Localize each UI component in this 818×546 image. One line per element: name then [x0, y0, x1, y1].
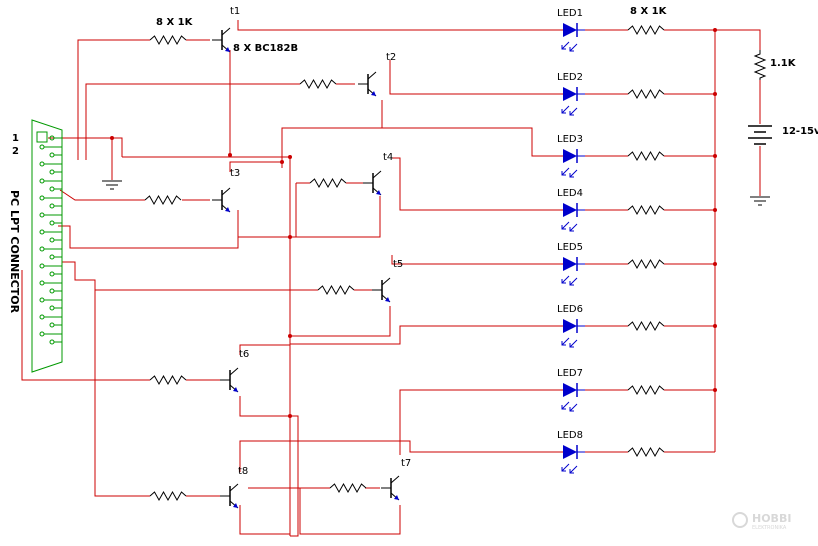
led-led5: LED5	[555, 242, 585, 286]
led-led3: LED3	[555, 134, 585, 178]
resistor	[299, 78, 337, 90]
connector-pin	[39, 212, 62, 218]
led-led1: LED1	[555, 8, 585, 52]
transistor-label: t7	[401, 458, 411, 469]
connector-name-label: PC LPT CONNECTOR	[8, 190, 21, 314]
connector-pin	[39, 229, 62, 235]
led-led4: LED4	[555, 188, 585, 232]
connector-pin	[39, 161, 62, 167]
led-label: LED8	[557, 430, 583, 441]
ground-symbol-left	[102, 180, 122, 190]
pin1-label: 1	[12, 133, 19, 144]
junction-dots	[110, 28, 717, 418]
connector-pin	[39, 263, 62, 269]
series-resistor	[753, 50, 767, 80]
resistor	[627, 150, 665, 162]
connector-pin	[49, 271, 62, 277]
transistor-label: t3	[230, 168, 240, 179]
connector-pin	[39, 178, 62, 184]
transistor-t5: t5	[372, 259, 403, 303]
resistor	[627, 258, 665, 270]
led-led6: LED6	[555, 304, 585, 348]
transistor-t6: t6	[220, 349, 249, 393]
resistor	[627, 384, 665, 396]
connector-pin	[39, 246, 62, 252]
transistor-label: t4	[383, 152, 393, 163]
connector-pin	[49, 288, 62, 294]
resistor	[627, 204, 665, 216]
resistor-group-left-label: 8 X 1K	[156, 17, 194, 28]
connector-pin	[49, 254, 62, 260]
led-label: LED7	[557, 368, 583, 379]
transistor-t2: t2	[358, 52, 396, 97]
connector-pin	[39, 144, 62, 150]
resistor	[149, 374, 187, 386]
connector-pins	[39, 135, 62, 345]
pin2-label: 2	[12, 146, 19, 157]
supply-voltage-label: 12-15v	[782, 126, 818, 137]
resistor	[144, 194, 182, 206]
lpt-connector	[31, 119, 63, 373]
led-led8: LED8	[555, 430, 585, 474]
connector-pin	[49, 322, 62, 328]
led-label: LED6	[557, 304, 583, 315]
resistor	[627, 320, 665, 332]
transistors: t1 t2 t3 t4 t5 t6 t7 t8	[212, 6, 411, 509]
connector-pin	[39, 297, 62, 303]
wiring	[21, 20, 761, 537]
transistor-t7: t7	[381, 458, 411, 501]
watermark-sub: ELEKTRONIKA	[752, 525, 787, 531]
led-label: LED2	[557, 72, 583, 83]
resistor	[317, 284, 355, 296]
connector-pin	[49, 339, 62, 345]
connector-pin	[39, 331, 62, 337]
resistor	[149, 490, 187, 502]
watermark: HOBBI ELEKTRONIKA	[732, 512, 791, 531]
transistor-t4: t4	[363, 152, 393, 196]
connector-pin	[49, 169, 62, 175]
led-label: LED3	[557, 134, 583, 145]
battery-symbol	[748, 125, 772, 145]
resistors	[144, 24, 665, 502]
resistor-group-right-label: 8 X 1K	[630, 6, 668, 17]
transistor-t3: t3	[212, 168, 240, 213]
led-led7: LED7	[555, 368, 585, 412]
led-led2: LED2	[555, 72, 585, 116]
connector-pin	[49, 305, 62, 311]
connector-pin	[49, 186, 62, 192]
connector-pin	[49, 152, 62, 158]
resistor	[627, 24, 665, 36]
transistor-t1: t1	[212, 6, 240, 53]
transistor-t8: t8	[220, 466, 248, 509]
transistor-group-label: 8 X BC182B	[233, 43, 298, 54]
resistor	[627, 88, 665, 100]
led-label: LED5	[557, 242, 583, 253]
resistor	[149, 34, 187, 46]
resistor	[627, 446, 665, 458]
resistor	[309, 177, 347, 189]
connector-pin	[49, 220, 62, 226]
transistor-label: t8	[238, 466, 248, 477]
series-resistor-label: 1.1K	[770, 58, 797, 69]
watermark-brand: HOBBI	[752, 512, 791, 525]
transistor-label: t5	[393, 259, 403, 270]
led-label: LED4	[557, 188, 583, 199]
connector-pin	[39, 195, 62, 201]
connector-pin	[39, 280, 62, 286]
connector-pin	[49, 203, 62, 209]
led-label: LED1	[557, 8, 583, 19]
ground-symbol-right	[750, 196, 770, 206]
transistor-label: t2	[386, 52, 396, 63]
connector-pin	[49, 135, 62, 141]
connector-pin	[49, 237, 62, 243]
resistor	[329, 482, 367, 494]
transistor-label: t1	[230, 6, 240, 17]
connector-pin	[39, 314, 62, 320]
transistor-label: t6	[239, 349, 249, 360]
